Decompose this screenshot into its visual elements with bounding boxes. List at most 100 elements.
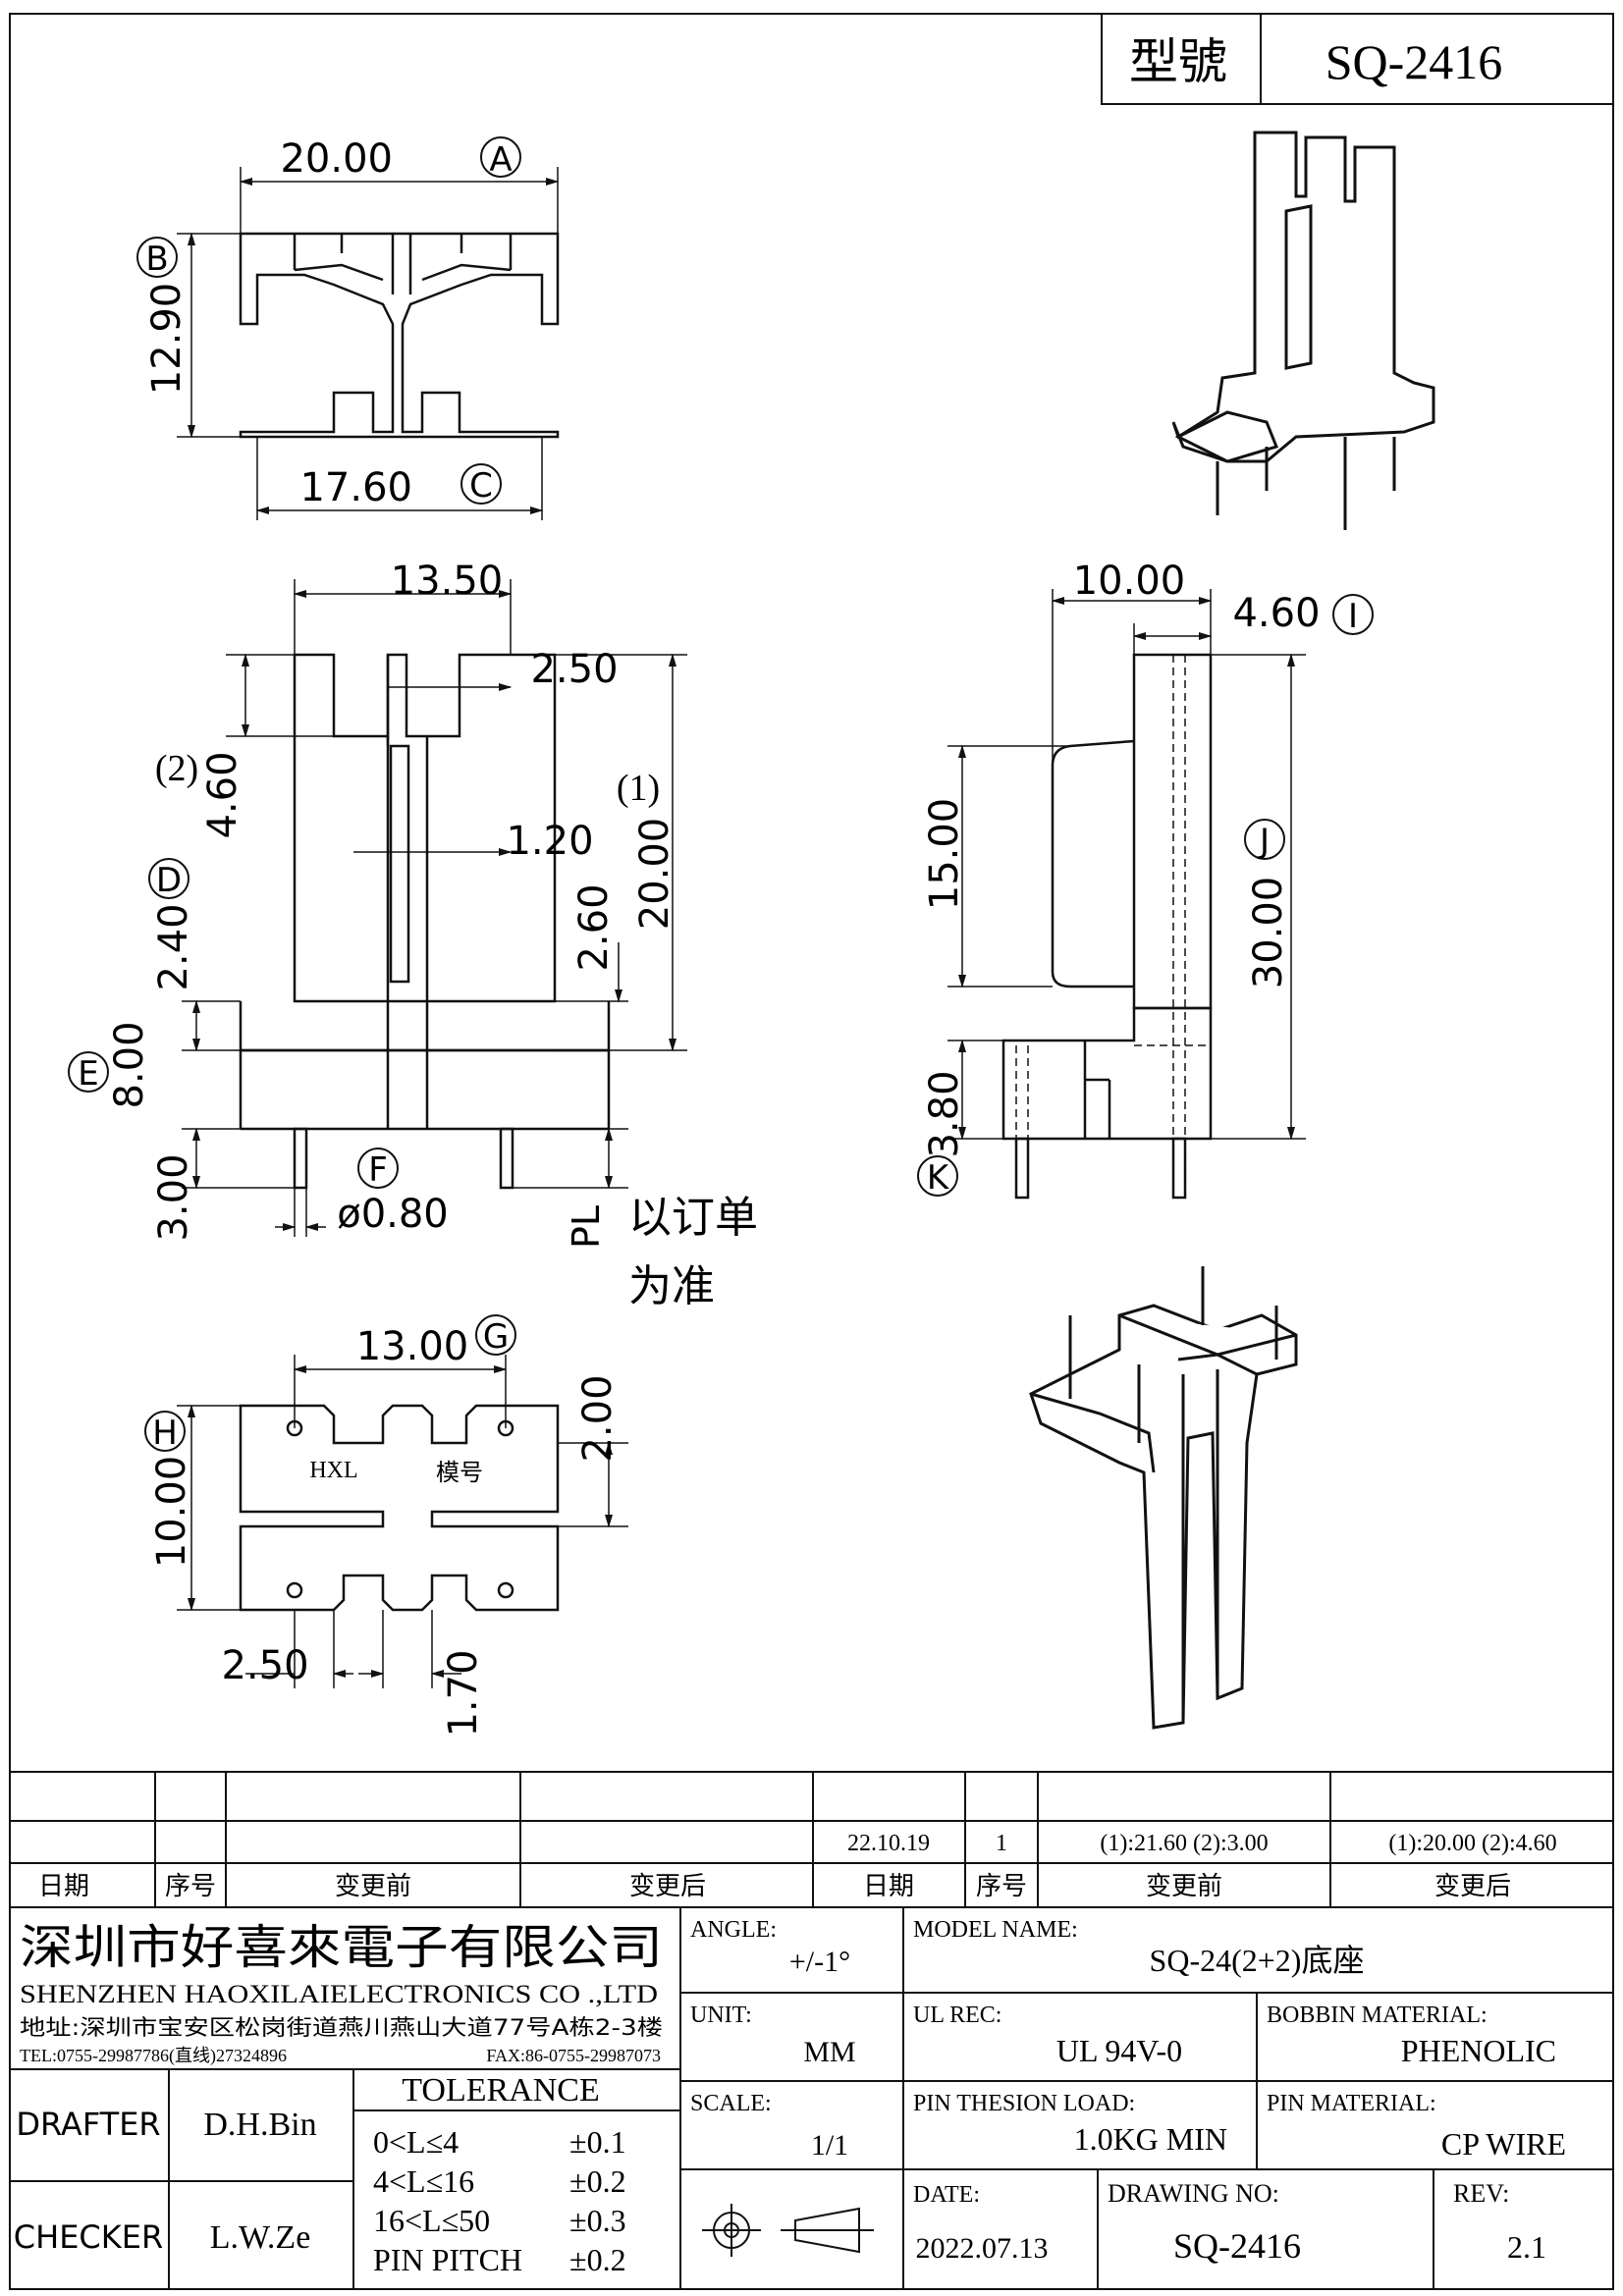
hdr-seq-right: 序号 (976, 1872, 1027, 1901)
drafter-label: DRAFTER (16, 2106, 160, 2143)
mark-d: D (156, 861, 182, 900)
mark-a-circle (480, 136, 521, 178)
title-model: SQ-2416 (1325, 34, 1503, 89)
mold-label: 模号 (436, 1459, 483, 1486)
dim-250: 2.50 (221, 1643, 308, 1688)
mark-d-circle (148, 858, 189, 899)
dim-slot: 2.50 (530, 647, 618, 692)
rev-row-after: (1):20.00 (2):4.60 (1388, 1831, 1556, 1856)
pin-label: PIN MATERIAL: (1267, 2091, 1436, 2116)
bobbin-value: PHENOLIC (1401, 2033, 1556, 2068)
dim-side-width: 10.00 (1073, 559, 1186, 604)
mark-g: G (483, 1317, 509, 1357)
mark-e-circle (68, 1051, 109, 1093)
date-label: DATE: (913, 2182, 980, 2208)
mark-j-circle (1244, 819, 1285, 860)
title-box (1101, 13, 1614, 105)
mark-j: J (1258, 822, 1270, 861)
dim-240: 2.40 (151, 903, 196, 990)
isometric-view-top (1171, 131, 1435, 530)
pin-value: CP WIRE (1441, 2126, 1566, 2162)
bobbin-label: BOBBIN MATERIAL: (1267, 2002, 1488, 2028)
dim-pin-len: 3.00 (151, 1153, 196, 1241)
hdr-after-left: 变更后 (629, 1872, 706, 1901)
mark-a: A (489, 140, 512, 180)
unit-label: UNIT: (690, 2002, 752, 2028)
model-label: MODEL NAME: (913, 1917, 1078, 1943)
side-view (1001, 653, 1213, 1200)
dim-1500: 15.00 (922, 798, 967, 911)
ul-value: UL 94V-0 (1056, 2033, 1182, 2068)
dim-front-width: 13.50 (391, 559, 504, 604)
pl-label: PL (565, 1205, 608, 1249)
company-name-en: SHENZHEN HAOXILAIELECTRONICS CO .,LTD (20, 1980, 658, 2008)
mark-f-circle (357, 1148, 399, 1189)
mark-f: F (368, 1150, 388, 1190)
drawing-value: SQ-2416 (1173, 2226, 1301, 2266)
mark-b: B (145, 240, 168, 279)
label-2: (2) (155, 748, 198, 789)
mark-c-circle (460, 463, 502, 505)
mark-i: I (1348, 597, 1358, 636)
date-value: 2022.07.13 (916, 2232, 1049, 2265)
tol-value-0: ±0.1 (569, 2124, 626, 2160)
rev-row-date: 22.10.19 (847, 1831, 930, 1856)
model-value: SQ-24(2+2)底座 (1150, 1943, 1365, 1978)
scale-value: 1/1 (811, 2129, 848, 2162)
checker-name: L.W.Ze (210, 2219, 311, 2256)
dim-top: 4.60 (200, 751, 245, 838)
dim-a: 20.00 (280, 136, 393, 182)
brand-mark: HXL (309, 1458, 357, 1483)
mark-k-circle (917, 1155, 958, 1197)
pl-note-2: 为准 (628, 1261, 715, 1311)
mark-h-circle (144, 1411, 186, 1452)
mark-c: C (469, 466, 493, 506)
dim-c: 17.60 (299, 465, 412, 510)
title-label: 型號 (1129, 33, 1227, 90)
hdr-seq-left: 序号 (165, 1872, 216, 1901)
dim-460: 4.60 (1232, 591, 1320, 636)
dim-pin-dia: ø0.80 (337, 1192, 449, 1237)
rev-label: REV: (1453, 2179, 1509, 2208)
tol-range-3: PIN PITCH (373, 2242, 522, 2277)
unit-value: MM (803, 2036, 855, 2068)
dim-3000: 30.00 (1246, 877, 1291, 989)
company-fax: FAX:86-0755-29987073 (486, 2046, 661, 2065)
drawing-label: DRAWING NO: (1108, 2179, 1279, 2208)
dim-height: 20.00 (632, 818, 677, 931)
company-name-cn: 深圳市好喜來電子有限公司 (20, 1922, 663, 1974)
dim-pitch: 13.00 (356, 1324, 469, 1369)
dim-b: 12.90 (144, 283, 189, 396)
front-view (239, 653, 611, 1190)
hdr-date-left: 日期 (38, 1872, 89, 1901)
load-label: PIN THESION LOAD: (913, 2091, 1135, 2116)
tol-value-3: ±0.2 (569, 2242, 626, 2277)
hdr-before-left: 变更前 (335, 1872, 411, 1901)
pl-note-1: 以订单 (628, 1193, 758, 1243)
dim-groove: 1.20 (506, 819, 593, 864)
load-value: 1.0KG MIN (1074, 2121, 1227, 2157)
rev-value: 2.1 (1507, 2229, 1546, 2265)
tol-value-2: ±0.3 (569, 2203, 626, 2238)
dim-200: 2.00 (575, 1374, 621, 1462)
drafter-name: D.H.Bin (203, 2107, 316, 2143)
top-view (239, 232, 560, 439)
mark-e: E (78, 1054, 98, 1094)
mark-b-circle (136, 237, 178, 278)
projection-symbol (702, 2204, 874, 2257)
tol-range-1: 4<L≤16 (373, 2163, 474, 2199)
tolerance-title: TOLERANCE (402, 2072, 599, 2109)
dim-170: 1.70 (441, 1649, 486, 1736)
angle-label: ANGLE: (690, 1917, 777, 1943)
hdr-date-right: 日期 (863, 1872, 914, 1901)
rev-row-seq: 1 (996, 1831, 1007, 1856)
mark-h: H (152, 1414, 178, 1453)
dim-800: 8.00 (107, 1021, 152, 1108)
dim-1000: 10.00 (149, 1456, 194, 1569)
hdr-before-right: 变更前 (1146, 1872, 1222, 1901)
company-address: 地址:深圳市宝安区松岗街道燕川燕山大道77号A栋2-3楼 (20, 2016, 663, 2041)
checker-label: CHECKER (14, 2218, 163, 2256)
hdr-after-right: 变更后 (1434, 1872, 1511, 1901)
mark-i-circle (1332, 594, 1374, 635)
